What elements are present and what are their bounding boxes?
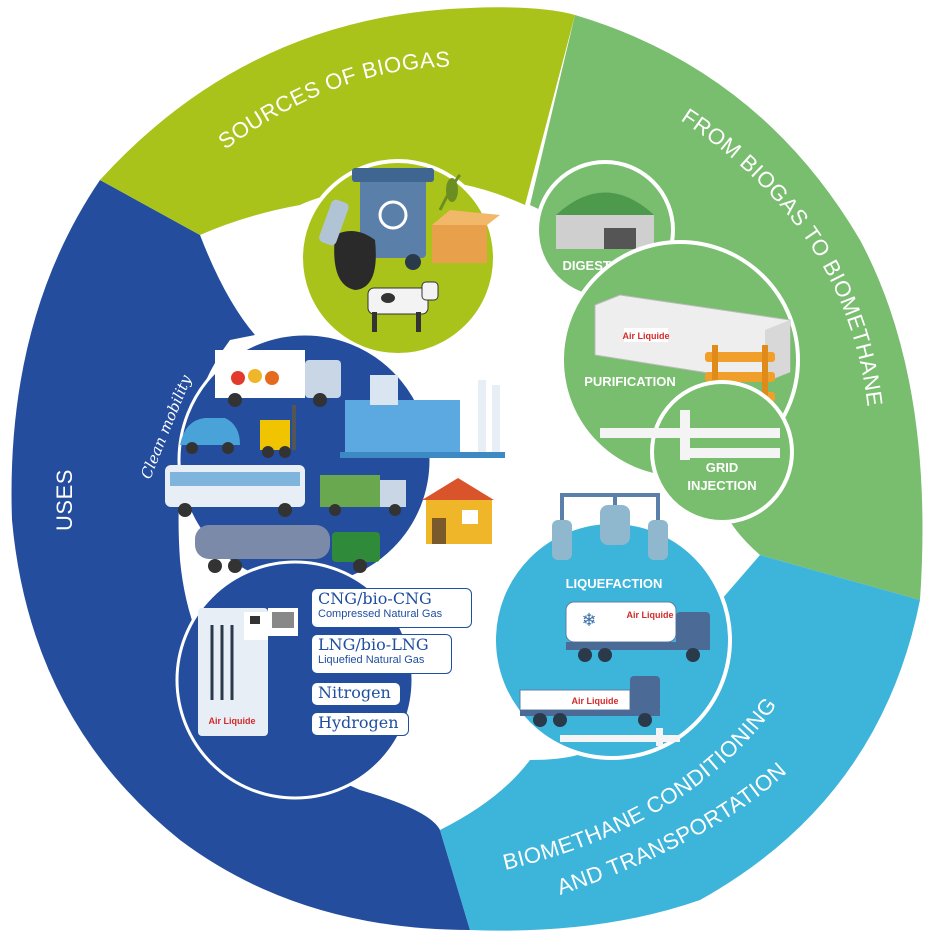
purification-label: PURIFICATION bbox=[584, 374, 675, 389]
house-icon bbox=[422, 478, 494, 544]
forklift-icon bbox=[260, 405, 296, 458]
product-name-hydrogen: Hydrogen bbox=[318, 713, 399, 732]
injection-label: INJECTION bbox=[687, 478, 756, 493]
grid-label: GRID bbox=[706, 460, 739, 475]
garbage-truck-icon bbox=[320, 475, 406, 516]
tanker-truck-icon bbox=[195, 525, 380, 573]
product-desc-cng: Compressed Natural Gas bbox=[318, 608, 443, 620]
product-desc-lng: Liquefied Natural Gas bbox=[318, 654, 425, 666]
lng-truck-icon: Air Liquide ❄ bbox=[565, 601, 710, 662]
pipeline-lower-icon bbox=[560, 728, 680, 746]
snowflake-icon: ❄ bbox=[581, 610, 596, 631]
bus-icon bbox=[165, 465, 305, 517]
product-name-lng: LNG/bio-LNG bbox=[318, 635, 429, 654]
car-icon bbox=[180, 418, 240, 454]
product-name-cng: CNG/bio-CNG bbox=[318, 589, 432, 608]
liquefaction-label: LIQUEFACTION bbox=[566, 576, 663, 591]
digester-icon bbox=[556, 192, 654, 249]
product-card-hydrogen: Hydrogen bbox=[311, 712, 409, 736]
brand-label-lng-truck: Air Liquide bbox=[627, 610, 674, 620]
recycle-bin-icon bbox=[352, 168, 434, 270]
brand-label-dispenser: Air Liquide bbox=[209, 716, 256, 726]
trash-bag-icon bbox=[319, 199, 376, 290]
pipeline-icon bbox=[600, 410, 780, 460]
product-name-nitrogen: Nitrogen bbox=[318, 683, 391, 702]
brand-label-container: Air Liquide bbox=[623, 331, 670, 341]
product-card-nitrogen: Nitrogen bbox=[311, 682, 401, 706]
cylinder-truck-icon: Air Liquide bbox=[519, 676, 660, 727]
factory-icon bbox=[340, 375, 505, 458]
uses-segment bbox=[11, 180, 471, 930]
refrigerated-truck-icon bbox=[215, 350, 341, 407]
fuel-dispenser-icon: Air Liquide bbox=[198, 608, 298, 736]
leaf-icon bbox=[438, 173, 462, 211]
brand-label-cylinder-truck: Air Liquide bbox=[572, 696, 619, 706]
cardboard-box-icon bbox=[432, 210, 500, 263]
cow-icon bbox=[367, 281, 439, 332]
conditioning-segment bbox=[440, 555, 920, 931]
tank-icon bbox=[552, 493, 668, 560]
product-card-lng: LNG/bio-LNG Liquefied Natural Gas bbox=[311, 634, 452, 674]
uses-title: USES bbox=[52, 469, 77, 531]
product-card-cng: CNG/bio-CNG Compressed Natural Gas bbox=[311, 588, 472, 628]
